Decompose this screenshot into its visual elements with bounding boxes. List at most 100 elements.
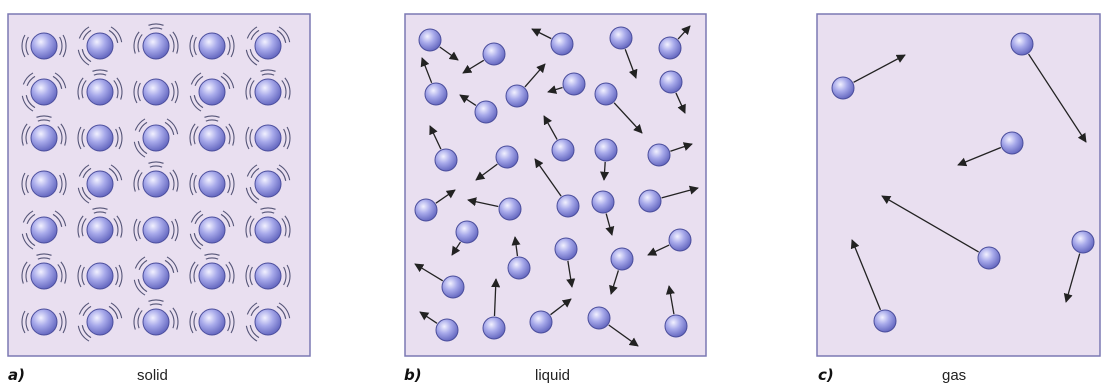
solid-particle <box>254 308 282 336</box>
solid-particle <box>254 124 282 152</box>
solid-particle <box>198 32 226 60</box>
liquid-particle <box>507 256 531 280</box>
solid-particle <box>198 78 226 106</box>
motion-arrow <box>677 25 691 40</box>
liquid-particle <box>647 143 671 167</box>
motion-arrow <box>543 115 558 140</box>
gas-particles <box>831 32 1095 333</box>
gas-particle <box>873 309 897 333</box>
solid-particle <box>198 216 226 244</box>
motion-arrow <box>459 94 477 106</box>
liquid-particle <box>434 148 458 172</box>
vibration-marks <box>189 72 235 112</box>
motion-arrow <box>491 278 501 317</box>
solid-particle <box>198 308 226 336</box>
solid-particle <box>142 32 170 60</box>
gas-particle <box>831 76 855 100</box>
solid-particle <box>30 78 58 106</box>
motion-arrow <box>850 239 882 311</box>
solid-particle <box>86 216 114 244</box>
motion-arrow <box>957 146 1002 167</box>
solid-particle <box>86 170 114 198</box>
liquid-particle <box>594 138 618 162</box>
solid-particle <box>86 262 114 290</box>
liquid-particle <box>435 318 459 342</box>
liquid-particle <box>668 228 692 252</box>
liquid-particle <box>562 72 586 96</box>
solid-particle <box>198 170 226 198</box>
motion-arrow <box>420 57 433 84</box>
vibration-marks <box>133 161 179 192</box>
liquid-caption: liquid <box>535 367 571 384</box>
vibration-marks <box>245 302 291 342</box>
gas-panel-box <box>816 13 1101 357</box>
vibration-marks <box>77 164 123 204</box>
liquid-particle <box>474 100 498 124</box>
gas-particle <box>1071 230 1095 254</box>
vibration-marks <box>133 218 179 242</box>
vibration-marks <box>133 80 179 104</box>
motion-arrow <box>419 311 438 324</box>
solid-particle <box>30 216 58 244</box>
vibration-marks <box>245 264 291 288</box>
liquid-particle <box>610 247 634 271</box>
solid-particle <box>142 216 170 244</box>
motion-arrow <box>675 92 686 114</box>
vibration-marks <box>189 210 235 250</box>
motion-arrow <box>550 298 572 316</box>
motion-arrow <box>524 63 546 88</box>
motion-arrow <box>661 185 699 199</box>
gas-particle <box>1000 131 1024 155</box>
motion-arrow <box>435 189 456 204</box>
vibration-marks <box>245 69 291 100</box>
motion-arrow <box>467 197 499 208</box>
solid-particle <box>30 262 58 290</box>
vibration-marks <box>77 207 123 238</box>
motion-arrow <box>605 213 615 236</box>
motion-arrow <box>881 195 979 253</box>
motion-arrow <box>451 241 461 256</box>
solid-particle <box>198 124 226 152</box>
motion-arrow <box>1028 53 1087 143</box>
solid-particle <box>142 308 170 336</box>
liquid-particle <box>591 190 615 214</box>
liquid-particle <box>441 275 465 299</box>
liquid-particle <box>482 316 506 340</box>
solid-particle <box>142 78 170 106</box>
liquid-panel-box <box>404 13 707 357</box>
motion-arrow <box>439 46 459 61</box>
motion-arrow <box>511 236 521 257</box>
motion-arrow <box>475 163 498 181</box>
motion-arrow <box>624 49 638 79</box>
vibration-marks <box>21 115 67 146</box>
liquid-particle <box>638 189 662 213</box>
liquid-particle <box>609 26 633 50</box>
solid-particle <box>254 262 282 290</box>
motion-arrow <box>566 260 576 288</box>
vibration-marks <box>133 23 179 54</box>
liquid-particle <box>418 28 442 52</box>
liquid-particle <box>455 220 479 244</box>
solid-particle <box>86 308 114 336</box>
liquid-particle <box>414 198 438 222</box>
solid-particle <box>30 170 58 198</box>
vibration-marks <box>189 172 235 196</box>
panel-c-letter: c) <box>818 366 834 384</box>
vibration-marks <box>77 302 123 342</box>
vibration-marks <box>77 264 123 288</box>
vibration-marks <box>245 207 291 238</box>
solid-particle <box>86 124 114 152</box>
panel-a-letter: a) <box>8 366 25 384</box>
liquid-particle <box>594 82 618 106</box>
motion-arrow <box>462 59 485 74</box>
motion-arrow <box>429 125 442 150</box>
vibration-marks <box>21 172 67 196</box>
motion-arrow <box>414 263 444 282</box>
solid-particle <box>142 124 170 152</box>
solid-particle <box>86 32 114 60</box>
vibration-marks <box>21 72 67 112</box>
liquid-particle <box>498 197 522 221</box>
solid-particle <box>254 170 282 198</box>
motion-arrow <box>600 161 610 181</box>
